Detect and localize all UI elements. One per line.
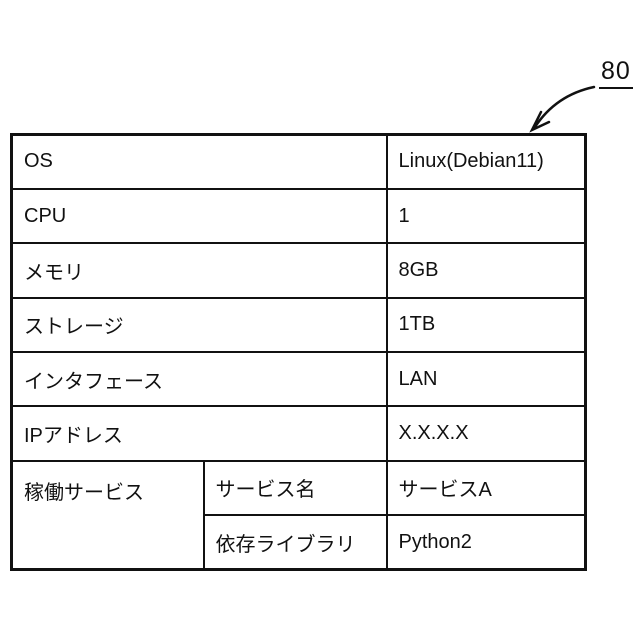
sub-row-label-cell: サービス名 <box>202 459 388 517</box>
leader-arrowhead-icon <box>529 110 551 133</box>
group-label-cell: 稼働サービス <box>10 459 205 571</box>
table-row: IPアドレス X.X.X.X <box>10 405 587 462</box>
table-row: 稼働サービス サービス名 サービスA <box>10 459 587 571</box>
row-label-cell: CPU <box>10 187 388 245</box>
sub-row-label-cell: 依存ライブラリ <box>202 514 388 571</box>
row-value-cell: LAN <box>385 350 587 408</box>
table-row: 依存ライブラリ Python2 <box>12 514 587 571</box>
row-label-cell: インタフェース <box>10 350 388 408</box>
row-value-cell: 1TB <box>385 296 587 354</box>
row-label-cell: メモリ <box>10 242 388 299</box>
sub-row-value-cell: サービスA <box>385 459 587 517</box>
row-label-cell: OS <box>10 133 388 190</box>
row-label-cell: IPアドレス <box>10 405 388 462</box>
table-row: ストレージ 1TB <box>10 296 587 354</box>
row-value-cell: Linux(Debian11) <box>385 133 587 190</box>
sub-row-value-cell: Python2 <box>385 514 587 571</box>
row-value-cell: X.X.X.X <box>385 405 587 462</box>
row-value-cell: 8GB <box>385 242 587 299</box>
row-label-cell: ストレージ <box>10 296 388 354</box>
table-row: OS Linux(Debian11) <box>10 133 587 190</box>
table-row: インタフェース LAN <box>10 350 587 408</box>
spec-table: OS Linux(Debian11) CPU 1 メモリ 8GB ストレージ 1… <box>10 133 587 571</box>
row-value-cell: 1 <box>385 187 587 245</box>
reference-numeral-label: 80 <box>599 57 633 89</box>
table-row: メモリ 8GB <box>10 242 587 299</box>
leader-arrow-shaft <box>533 85 596 129</box>
table-row: CPU 1 <box>10 187 587 245</box>
